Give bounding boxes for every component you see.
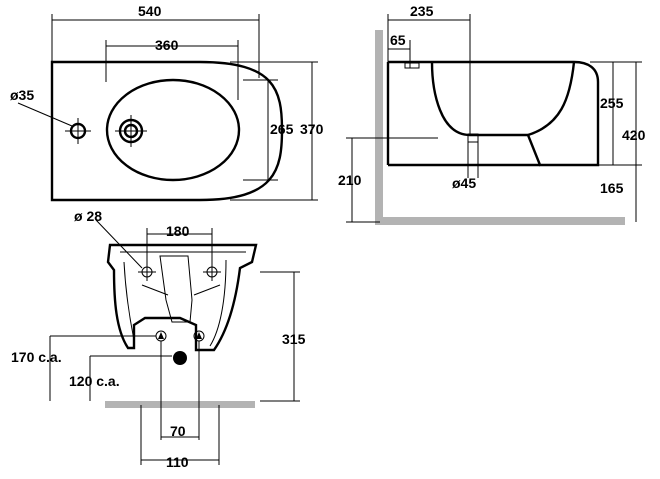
drain-icon <box>115 115 147 147</box>
rear-dim-waste-height: 120 c.a. <box>69 373 120 389</box>
top-dim-tap-hole: ø35 <box>10 87 34 103</box>
fixing-hole-icon-right <box>203 263 221 281</box>
rear-view-dimension-lines <box>49 219 300 465</box>
rear-dim-total-height: 315 <box>282 331 306 347</box>
rear-dim-fixing-spacing: 180 <box>166 223 190 239</box>
top-dim-overall-depth: 370 <box>300 121 324 137</box>
rear-dim-supply-height: 170 c.a. <box>11 349 62 365</box>
top-dim-bowl-width: 360 <box>155 37 179 53</box>
fixing-hole-icon-left <box>138 263 156 281</box>
supply-marker-icon-left <box>155 330 167 342</box>
tap-hole-icon <box>65 118 91 144</box>
rear-view: ø 28 180 170 c.a. 120 c.a. 315 70 110 <box>11 208 306 470</box>
top-view-dimension-lines <box>17 14 318 201</box>
side-dim-bowl-height: 255 <box>600 95 624 111</box>
rear-dim-supply-spacing: 70 <box>170 423 186 439</box>
rear-dim-fixing-hole: ø 28 <box>74 208 102 224</box>
rear-floor-shading <box>105 401 255 408</box>
side-dim-outlet: ø45 <box>452 175 476 191</box>
top-view-outline <box>50 60 284 202</box>
top-view: 540 360 ø35 265 370 <box>10 3 324 202</box>
side-dim-offset: 65 <box>390 32 406 48</box>
rear-dim-waste-spacing: 110 <box>166 454 189 470</box>
wall-shading <box>375 30 383 224</box>
side-view-dimension-lines <box>346 14 642 223</box>
side-dim-projection: 235 <box>410 3 434 19</box>
top-dim-bowl-depth: 265 <box>270 121 294 137</box>
side-dim-base-height: 165 <box>600 180 624 196</box>
rear-view-outline <box>106 243 258 352</box>
side-view: 235 65 255 420 210 ø45 165 <box>338 3 646 225</box>
top-dim-overall-width: 540 <box>138 3 162 19</box>
side-dim-total-height: 420 <box>622 127 646 143</box>
floor-shading <box>375 217 625 225</box>
waste-outlet-icon <box>173 351 187 365</box>
side-dim-rim-height: 210 <box>338 172 362 188</box>
side-view-outline <box>386 60 600 167</box>
